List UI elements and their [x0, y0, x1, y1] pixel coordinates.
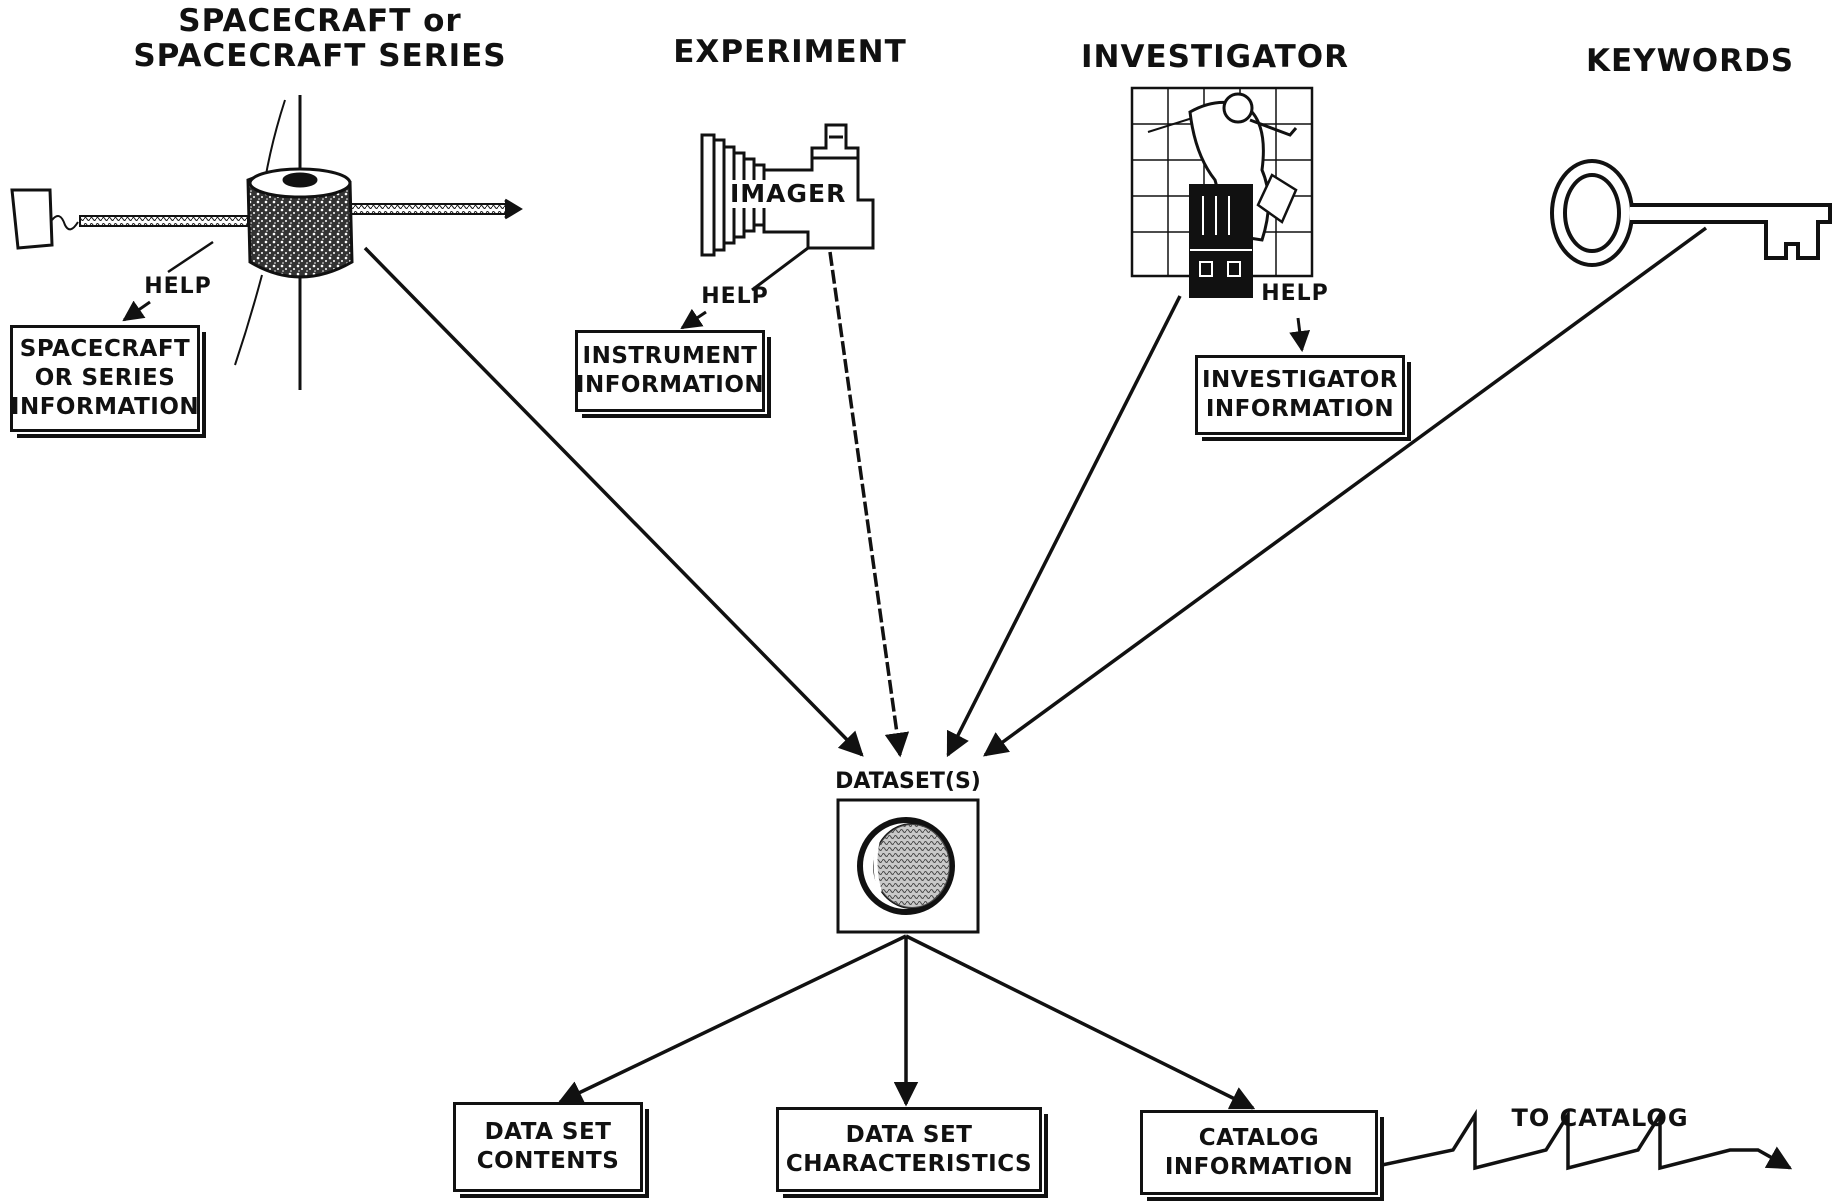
- dataset-globe-icon: [836, 798, 980, 934]
- dataset-output-arrows: [557, 934, 1793, 1171]
- investigator-help-arrow: [1289, 317, 1311, 353]
- satellite-icon: [10, 95, 523, 390]
- data-set-characteristics-box[interactable]: DATA SET CHARACTERISTICS: [776, 1107, 1048, 1198]
- data-set-contents-text: DATA SET CONTENTS: [476, 1119, 620, 1174]
- imager-label: IMAGER: [730, 179, 847, 208]
- spacecraft-title: SPACECRAFT or SPACECRAFT SERIES: [133, 3, 507, 74]
- to-catalog-label[interactable]: TO CATALOG: [1511, 1104, 1689, 1132]
- experiment-help-line: [751, 246, 809, 292]
- investigator-to-dataset-arrow: [946, 295, 1182, 758]
- investigator-help-link[interactable]: HELP: [1261, 281, 1329, 306]
- instrument-info-box[interactable]: INSTRUMENT INFORMATION: [575, 330, 771, 418]
- spacecraft-help-arrow: [122, 300, 151, 322]
- keywords-title: KEYWORDS: [1585, 43, 1795, 79]
- catalog-information-box[interactable]: CATALOG INFORMATION: [1140, 1110, 1384, 1201]
- spacecraft-to-dataset-arrow: [363, 246, 864, 757]
- investigator-icon: [1130, 86, 1314, 298]
- spacecraft-info-box[interactable]: SPACECRAFT OR SERIES INFORMATION: [10, 325, 206, 438]
- help-arrows: [122, 246, 1311, 353]
- to-catalog-info-arrow: [905, 934, 1256, 1110]
- investigator-title: INVESTIGATOR: [1080, 39, 1350, 75]
- key-icon: [1550, 159, 1832, 267]
- to-contents-arrow: [557, 934, 907, 1104]
- spacecraft-info-text: SPACECRAFT OR SERIES INFORMATION: [10, 336, 200, 420]
- data-set-characteristics-text: DATA SET CHARACTERISTICS: [785, 1121, 1033, 1177]
- catalog-information-text: CATALOG INFORMATION: [1164, 1124, 1354, 1180]
- keywords-to-dataset-arrow: [983, 226, 1708, 757]
- dataset-title: DATASET(S): [835, 769, 981, 794]
- experiment-to-dataset-arrow: [828, 251, 910, 758]
- spacecraft-help-link[interactable]: HELP: [144, 274, 212, 299]
- investigator-info-box[interactable]: INVESTIGATOR INFORMATION: [1195, 355, 1411, 441]
- data-set-contents-box[interactable]: DATA SET CONTENTS: [453, 1102, 649, 1198]
- to-catalog-zigzag-arrow: [1381, 1108, 1793, 1171]
- instrument-info-text: INSTRUMENT INFORMATION: [575, 343, 765, 398]
- investigator-info-text: INVESTIGATOR INFORMATION: [1202, 367, 1398, 422]
- experiment-title: EXPERIMENT: [673, 34, 907, 70]
- experiment-help-arrow: [680, 308, 707, 330]
- experiment-help-link[interactable]: HELP: [701, 284, 769, 309]
- dataset-input-arrows: [363, 226, 1708, 758]
